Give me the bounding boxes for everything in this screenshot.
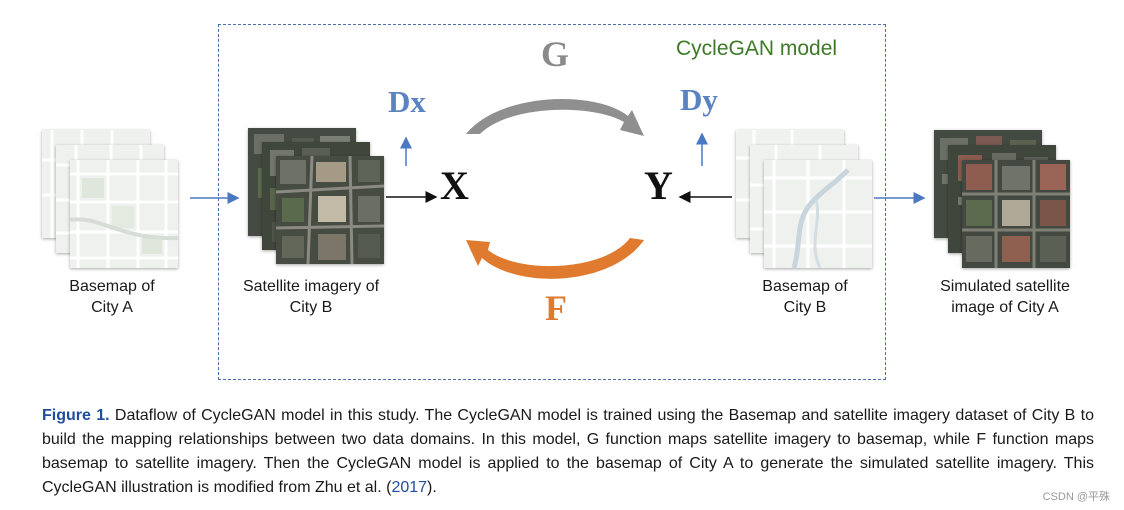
watermark: CSDN @平殊 xyxy=(1042,491,1110,503)
basemap-b-tile-front xyxy=(764,160,872,268)
figure-caption-body: Dataflow of CycleGAN model in this study… xyxy=(42,407,1094,496)
cyclegan-model-region xyxy=(218,24,886,380)
caption-basemap-city-b: Basemap of City B xyxy=(710,276,900,318)
diagram-arrows xyxy=(190,98,926,279)
figure-caption-reference[interactable]: 2017 xyxy=(391,479,428,496)
caption-basemap-city-b-line1: Basemap of xyxy=(762,278,848,295)
function-g: G xyxy=(541,34,570,74)
caption-basemap-city-a-line1: Basemap of xyxy=(69,278,155,295)
simulated-a-tile-front xyxy=(962,160,1070,268)
node-x: X xyxy=(440,163,469,208)
caption-satellite-city-b-line1: Satellite imagery of xyxy=(242,278,380,295)
caption-satellite-city-b: Satellite imagery of City B xyxy=(216,276,406,318)
caption-basemap-city-a: Basemap of City A xyxy=(17,276,207,318)
caption-satellite-city-b-line2: City B xyxy=(289,299,333,316)
figure-caption: Figure 1. Dataflow of CycleGAN model in … xyxy=(42,404,1094,500)
caption-basemap-city-a-line2: City A xyxy=(91,299,133,316)
caption-simulated-city-a: Simulated satellite image of City A xyxy=(910,276,1100,318)
satellite-b-tile-front xyxy=(276,156,384,264)
caption-simulated-city-a-line2: image of City A xyxy=(951,299,1059,316)
node-y: Y xyxy=(644,163,673,208)
function-f: F xyxy=(545,288,567,328)
cycle-g-curve xyxy=(466,98,644,136)
caption-basemap-city-b-line2: City B xyxy=(783,299,827,316)
figure-caption-tail: ). xyxy=(427,479,437,496)
figure-caption-lead: Figure 1. xyxy=(42,407,110,424)
caption-simulated-city-a-line1: Simulated satellite xyxy=(940,278,1070,295)
basemap-a-tile-front xyxy=(70,160,178,268)
discriminator-dx: Dx xyxy=(388,84,426,119)
cycle-f-curve xyxy=(466,238,644,279)
cyclegan-model-label: CycleGAN model xyxy=(676,37,838,60)
discriminator-dy: Dy xyxy=(680,82,718,117)
